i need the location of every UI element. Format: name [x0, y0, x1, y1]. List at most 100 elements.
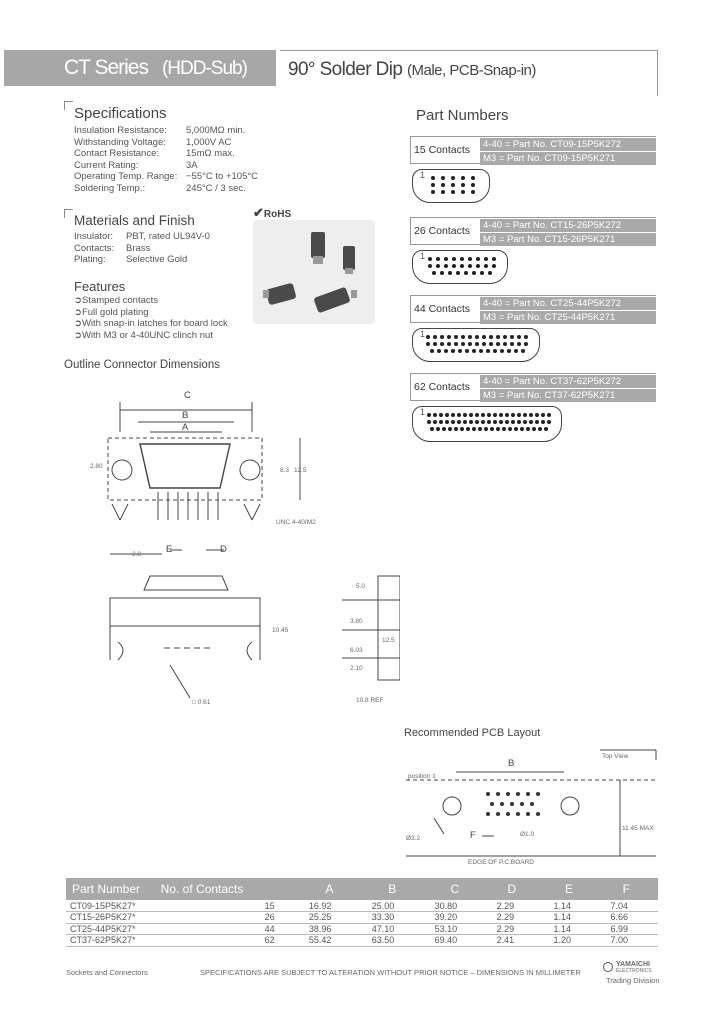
part-number-440: 4-40 = Part No. CT15-26P5K272 [480, 219, 656, 232]
edge-label: EDGE OF P.C.BOARD [468, 859, 534, 866]
materials-list: Insulator:PBT, rated UL94V-0 Contacts:Br… [74, 231, 210, 266]
header-a: A [298, 878, 362, 900]
corner-mark [64, 209, 73, 218]
pin-grid [424, 257, 500, 275]
brand-logo-icon [603, 962, 613, 972]
dim-10-45: 10.45 [272, 627, 289, 634]
contacts-label: 44 Contacts [414, 303, 471, 315]
arrow-right-icon: ➲ [74, 329, 82, 341]
part-number-m3: M3 = Part No. CT15-26P5K271 [480, 233, 656, 246]
features-list: ➲ Stamped contacts ➲ Full gold plating ➲… [74, 295, 228, 341]
spec-row: Current Rating:3A [74, 159, 198, 171]
header-b: B [361, 878, 425, 900]
dim-2-80: 2.80 [90, 463, 103, 470]
brand-name: YAMAICHI [616, 961, 650, 968]
connector-face [412, 406, 562, 442]
pcb-f-label: F [470, 830, 476, 841]
pcb-heading: Recommended PCB Layout [404, 727, 541, 739]
title-main: 90° Solder Dip [288, 59, 403, 80]
position-label: position 1 [408, 773, 436, 780]
dimensions-table: Part Number No. of Contacts A B C D E F … [66, 878, 658, 947]
pin-one-label: 1 [420, 407, 426, 417]
footer-disclaimer: SPECIFICATIONS ARE SUBJECT TO ALTERATION… [200, 968, 581, 977]
dim-ref: 10.8 REF [356, 697, 383, 704]
part-numbers-heading: Part Numbers [416, 107, 509, 124]
feature-item: ➲ With M3 or 4-40UNC clinch nut [74, 329, 213, 341]
specifications-list: Insulation Resistance:5,000MΩ min. Withs… [74, 125, 258, 194]
part-group-44: 44 Contacts 4-40 = Part No. CT25-44P5K27… [410, 295, 656, 371]
material-row: Contacts:Brass [74, 242, 151, 254]
material-row: Insulator:PBT, rated UL94V-0 [74, 231, 210, 242]
spec-row: Contact Resistance:15mΩ max. [74, 148, 235, 159]
pin-one-label: 1 [420, 329, 426, 339]
outline-heading: Outline Connector Dimensions [64, 359, 220, 371]
specifications-heading: Specifications [74, 105, 167, 122]
feature-item: ➲ Full gold plating [74, 306, 149, 318]
pin-grid [428, 176, 478, 194]
series-banner: CT Series (HDD-Sub) [4, 50, 276, 86]
series-subtitle: (HDD-Sub) [161, 58, 248, 79]
rohs-badge: ✔RoHS [253, 205, 292, 220]
dim-8-3: 8.3 [280, 467, 289, 474]
feature-item: ➲ With snap-in latches for board lock [74, 318, 228, 329]
check-icon: ✔ [253, 205, 264, 220]
pin-one-label: 1 [420, 251, 426, 261]
part-group-15: 15 Contacts 4-40 = Part No. CT09-15P5K27… [410, 136, 656, 220]
part-number-440: 4-40 = Part No. CT25-44P5K272 [480, 297, 656, 310]
top-view-label: Top View [602, 753, 629, 760]
dim-side-12-5: 12.5 [382, 637, 395, 644]
part-group-26: 26 Contacts 4-40 = Part No. CT15-26P5K27… [410, 217, 656, 293]
pcb-b-label: B [508, 758, 514, 769]
brand-sub: ELECTRONICS [616, 968, 652, 974]
dia-1-0-label: Ø1.0 [520, 831, 534, 838]
part-number-440: 4-40 = Part No. CT09-15P5K272 [480, 138, 656, 151]
header-f: F [601, 878, 658, 900]
connector-face [412, 328, 540, 362]
spec-row: Withstanding Voltage:1,000V AC [74, 136, 232, 148]
contacts-label: 15 Contacts [414, 144, 471, 156]
arrow-right-icon: ➲ [74, 295, 82, 306]
product-photo [253, 220, 375, 324]
pcb-layout-drawing: B F Top View position 1 Ø3.2 Ø1.0 11.45 … [406, 749, 657, 866]
dim-c: C [184, 390, 191, 401]
feature-item: ➲ Stamped contacts [74, 295, 159, 306]
connector-face [412, 250, 508, 284]
series-title: CT Series [64, 56, 149, 79]
material-row: Plating:Selective Gold [74, 254, 188, 265]
contacts-label: 26 Contacts [414, 225, 471, 237]
header-d: D [487, 878, 545, 900]
title-sub: (Male, PCB-Snap-in) [407, 62, 536, 79]
max-label: 11.45 MAX [622, 825, 654, 832]
dim-e: E [166, 544, 172, 555]
table-header-row: Part Number No. of Contacts A B C D E F [66, 878, 658, 900]
part-number-m3: M3 = Part No. CT37-62P5K271 [480, 389, 656, 402]
header-part-number: Part Number [66, 878, 155, 900]
dim-a: A [182, 422, 189, 433]
pin-grid [422, 413, 556, 431]
header-e: E [544, 878, 602, 900]
connectors-illustration [263, 232, 357, 313]
header-contacts: No. of Contacts [154, 878, 299, 900]
dim-b: B [182, 410, 188, 421]
dim-d: D [220, 544, 227, 555]
corner-mark [64, 101, 73, 110]
spec-row: Insulation Resistance:5,000MΩ min. [74, 125, 246, 136]
arrow-right-icon: ➲ [74, 306, 82, 318]
square-label: □ 0.61 [192, 699, 211, 706]
outline-drawing: C B A E D 2.80 8.3 12.5 2.8 UNC 4-40/M2 … [90, 390, 400, 706]
footer-left: Sockets and Connectors [66, 968, 148, 977]
part-number-440: 4-40 = Part No. CT37-62P5K272 [480, 375, 656, 388]
dim-3-80: 3.80 [350, 618, 363, 625]
page-title: 90° Solder Dip (Male, PCB-Snap-in) [280, 50, 658, 86]
dim-5-0: 5.0 [356, 583, 365, 590]
pin-grid [422, 335, 532, 353]
spec-row: Operating Temp. Range:−55°C to +105°C [74, 171, 259, 182]
connector-face [412, 169, 490, 203]
dim-12-5: 12.5 [294, 467, 307, 474]
dia-3-2-label: Ø3.2 [406, 835, 420, 842]
pin-one-label: 1 [420, 170, 426, 180]
features-heading: Features [74, 279, 126, 294]
part-number-m3: M3 = Part No. CT25-44P5K271 [480, 311, 656, 324]
